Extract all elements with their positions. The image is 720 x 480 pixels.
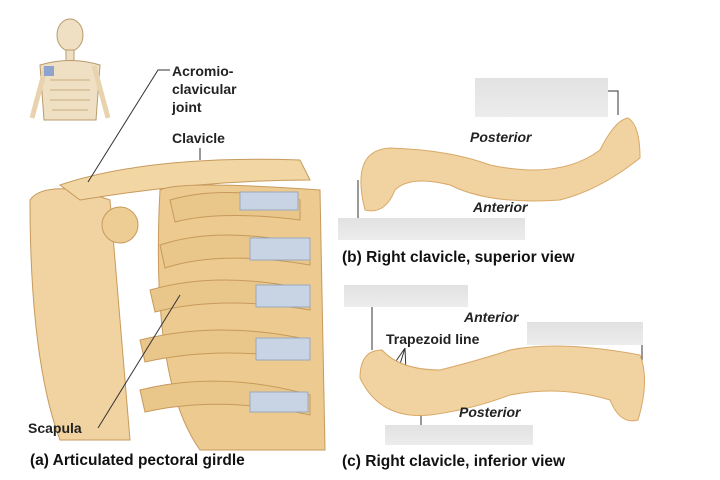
anterior-label: Anterior (464, 309, 519, 325)
skeleton-thumbnail (29, 18, 111, 121)
caption-b: (b) Right clavicle, superior view (342, 249, 575, 266)
posterior-label: Posterior (470, 129, 532, 145)
label-line: Acromio- (172, 63, 234, 79)
answer-blank[interactable] (527, 322, 643, 345)
acromioclavicular-joint-label: Acromio- clavicular joint (172, 62, 237, 116)
clavicle-superior-view (360, 117, 641, 212)
clavicle-inferior-view (359, 345, 646, 422)
clavicle-label: Clavicle (172, 130, 225, 146)
trapezoid-line-label: Trapezoid line (386, 331, 480, 347)
caption-c: (c) Right clavicle, inferior view (342, 453, 566, 470)
label-line: clavicular (172, 81, 237, 97)
pectoral-girdle-illustration (29, 158, 326, 451)
answer-blank[interactable] (344, 285, 468, 307)
posterior-label: Posterior (459, 404, 521, 420)
answer-blank[interactable] (475, 78, 608, 117)
label-line: joint (172, 99, 202, 115)
scapula-label: Scapula (28, 420, 82, 436)
answer-blank[interactable] (338, 218, 525, 240)
answer-blank[interactable] (385, 425, 533, 445)
anterior-label: Anterior (473, 199, 528, 215)
caption-a: (a) Articulated pectoral girdle (30, 452, 245, 469)
